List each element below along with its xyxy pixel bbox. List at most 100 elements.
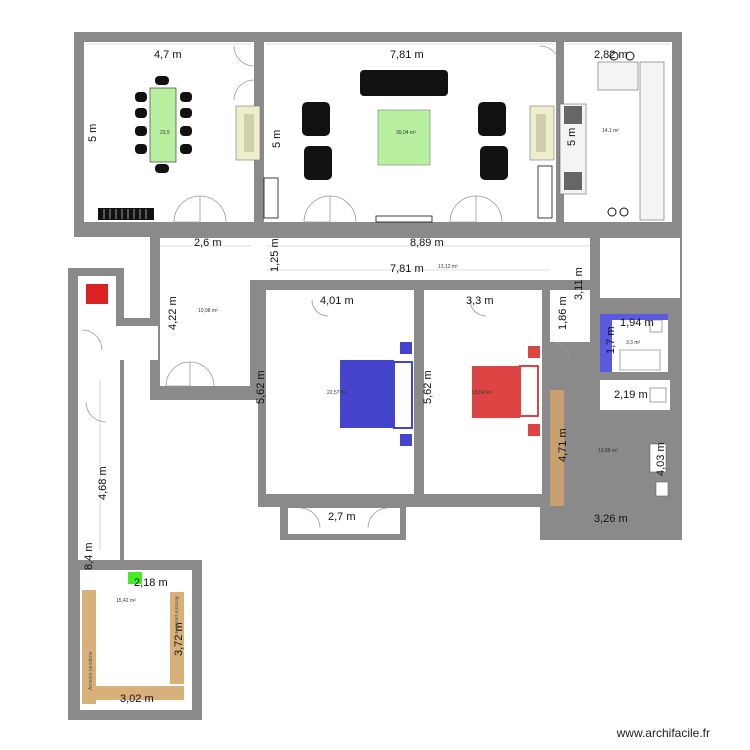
entry <box>160 238 250 386</box>
washbasin <box>649 319 663 333</box>
cabinet-label-right: Armoire penderie <box>173 596 179 635</box>
dining-table <box>149 87 177 163</box>
wood-stove <box>86 284 108 304</box>
dim-bed2-width: 3,3 m <box>466 295 494 307</box>
stove <box>564 172 582 190</box>
area-cellar: 15,42 m² <box>116 598 136 604</box>
dim-wing-height: 8,4 m <box>83 542 95 570</box>
dim-back-height: 4,03 m <box>655 442 667 476</box>
area-kitchen: 14,1 m² <box>602 128 619 134</box>
area-entry: 10,98 m² <box>198 308 218 314</box>
area-bed1: 22,57 m² <box>327 390 347 396</box>
bed-double <box>340 360 394 428</box>
dim-corridor-left-height: 4,68 m <box>97 466 109 500</box>
dim-toilet-width: 2,19 m <box>614 389 648 401</box>
area-salon: 39,04 m² <box>396 130 416 136</box>
kitchen-counter <box>639 61 665 221</box>
shelf <box>263 177 279 219</box>
dim-kitchen-width: 2,82 m <box>594 49 628 61</box>
stool <box>619 207 629 217</box>
nightstand <box>528 424 540 436</box>
toilet <box>649 387 667 403</box>
stove <box>564 106 582 124</box>
dining-chair <box>155 164 169 173</box>
openings <box>81 45 571 529</box>
area-dining: 23,5 <box>160 130 170 136</box>
watermark[interactable]: www.archifacile.fr <box>616 726 710 740</box>
nightstand <box>400 434 412 446</box>
dim-dining-width: 4,7 m <box>154 49 182 61</box>
dim-balcony-width: 2,7 m <box>328 511 356 523</box>
kitchen-counter <box>597 61 639 91</box>
dining-chair <box>135 92 147 102</box>
armchair <box>304 146 332 180</box>
cabinet-labels: Armoire penderie Armoire penderie <box>88 596 179 690</box>
area-bath: 3,3 m² <box>626 340 641 346</box>
armchair <box>480 146 508 180</box>
area-hall: 13,12 m² <box>438 264 458 270</box>
armchair <box>478 102 506 136</box>
dimension-labels: 4,7 m 7,81 m 2,82 m 5 m 5 m 5 m 2,6 m 8,… <box>83 49 667 705</box>
dining-chair <box>135 108 147 118</box>
wardrobe <box>550 390 564 506</box>
armchair <box>302 102 330 136</box>
bed-double <box>472 366 520 418</box>
dining-chair <box>180 108 192 118</box>
dim-hall-height: 1,25 m <box>269 238 281 272</box>
dim-bath-height: 1,7 m <box>605 326 617 354</box>
washbasin <box>655 481 669 497</box>
dim-back-width: 3,26 m <box>594 513 628 525</box>
cabinet-label-left: Armoire penderie <box>88 651 94 690</box>
dim-cellar-width: 3,02 m <box>120 693 154 705</box>
dim-bath-width: 1,94 m <box>620 317 654 329</box>
area-back: 13,88 m² <box>598 448 618 454</box>
hall-annex <box>550 290 590 342</box>
dimension-lines <box>86 43 670 550</box>
nightstand <box>528 346 540 358</box>
sofa <box>360 70 448 96</box>
balcony <box>288 508 400 534</box>
wardrobe <box>82 590 96 704</box>
left-corridor-bottom <box>78 360 120 560</box>
dim-hall-right-height: 3,11 m <box>573 267 585 300</box>
bed-pillow <box>519 365 539 417</box>
dim-cellar-width-top: 2,18 m <box>134 577 168 589</box>
area-bed2: 18,54 m² <box>472 390 492 396</box>
dim-corridor-height: 4,71 m <box>557 428 569 462</box>
area-labels: 23,5 39,04 m² 14,1 m² 13,12 m² 10,98 m² … <box>116 128 641 604</box>
dim-hall-left-width: 2,6 m <box>194 237 222 249</box>
dining-chair <box>180 92 192 102</box>
green-marker <box>128 572 142 584</box>
dining-chair <box>180 144 192 154</box>
left-corridor <box>78 326 158 360</box>
dim-salon-width: 7,81 m <box>390 49 424 61</box>
wardrobe <box>170 592 184 684</box>
furniture <box>82 51 669 704</box>
nightstand <box>400 342 412 354</box>
dining-chair <box>135 144 147 154</box>
dim-kitchen-height: 5 m <box>566 128 578 146</box>
tv-unit <box>375 215 433 223</box>
dim-hall-width: 8,89 m <box>410 237 444 249</box>
dim-cellar-height: 3,72 m <box>173 622 185 656</box>
dining-chair <box>155 76 169 85</box>
dim-dining-height: 5 m <box>87 124 99 142</box>
stool <box>609 51 619 61</box>
shower <box>619 349 661 371</box>
dining-chair <box>135 126 147 136</box>
dim-bed1-height: 5,62 m <box>255 370 267 404</box>
dim-hall-inner-width: 7,81 m <box>390 263 424 275</box>
bathtub <box>649 443 667 473</box>
bed-pillow <box>393 361 413 429</box>
stool <box>625 51 635 61</box>
dining-chair <box>180 126 192 136</box>
dim-bed2-right-height: 1,86 m <box>557 296 569 330</box>
dim-bed2-height: 5,62 m <box>422 370 434 404</box>
dim-entry-height: 4,22 m <box>167 296 179 330</box>
piano <box>98 208 154 220</box>
hall-right <box>600 238 680 298</box>
rug <box>377 109 431 166</box>
stool <box>607 207 617 217</box>
dim-salon-height: 5 m <box>271 130 283 148</box>
